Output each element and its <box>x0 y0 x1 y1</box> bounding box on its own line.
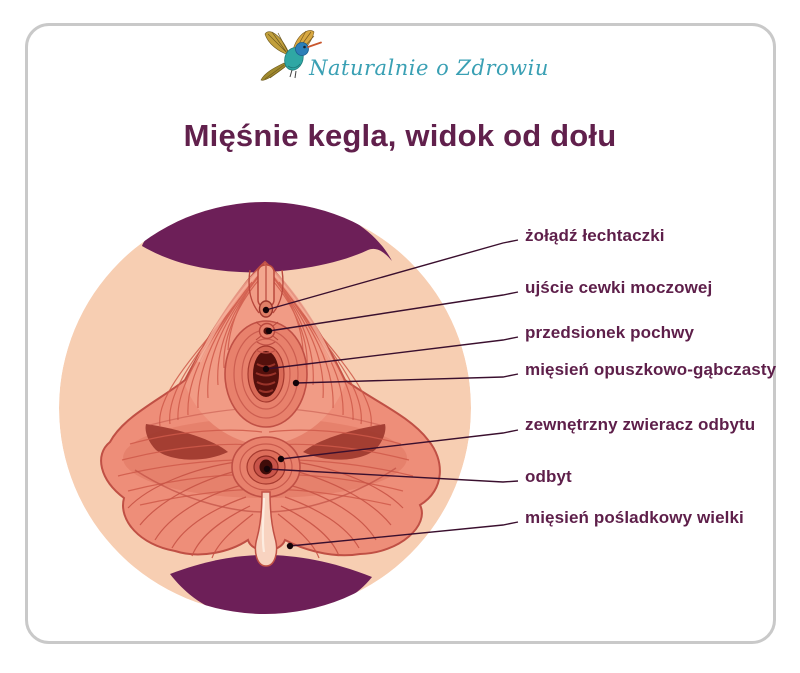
label-anal-sphincter: zewnętrzny zwieracz odbytu <box>525 415 756 434</box>
label-glans-clitoris: żołądź łechtaczki <box>525 226 665 245</box>
label-anus: odbyt <box>525 467 572 486</box>
brand-name: Naturalnie o Zdrowiu <box>309 56 549 80</box>
label-bulbospongiosus: mięsień opuszkowo-gąbczasty <box>525 360 777 379</box>
hummingbird-icon <box>260 30 323 81</box>
page-title: Mięśnie kegla, widok od dołu <box>183 118 617 153</box>
label-vaginal-vestibule: przedsionek pochwy <box>525 323 695 342</box>
leader-lines <box>265 239 519 547</box>
perineal-body <box>254 491 278 567</box>
clitoris <box>248 264 284 318</box>
vaginal-vestibule <box>253 351 279 397</box>
label-gluteus-maximus: mięsień pośladkowy wielki <box>525 508 744 527</box>
label-urethral-opening: ujście cewki moczowej <box>525 278 713 297</box>
leader-dots <box>262 306 300 550</box>
shadow-top <box>142 202 392 273</box>
brand-logo: Naturalnie o Zdrowiu <box>0 24 800 86</box>
body-circle <box>59 202 471 614</box>
shadow-bottom <box>170 555 372 614</box>
